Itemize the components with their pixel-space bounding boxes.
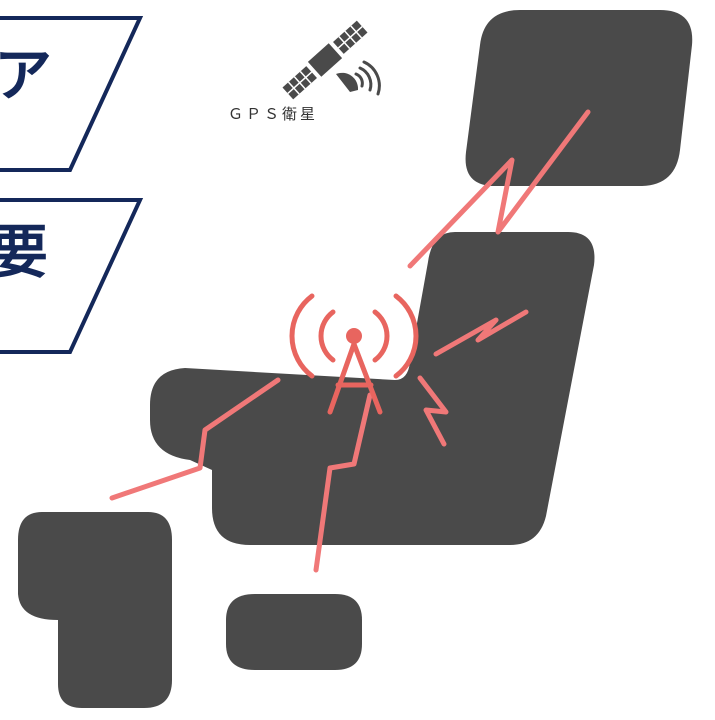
satellite-icon <box>282 20 368 100</box>
region-kyushu <box>18 512 172 708</box>
signal-to-west <box>109 377 281 501</box>
japan-map <box>18 10 693 708</box>
signal-to-south <box>313 392 373 573</box>
radio-tower-icon <box>289 293 419 415</box>
label-tag-bottom: 要 <box>0 198 144 354</box>
satellite-dish-icon <box>336 60 381 96</box>
region-shikoku <box>226 594 362 670</box>
region-hokkaido <box>465 10 693 186</box>
label-tag-top-text: ア <box>0 41 52 109</box>
label-tag-bottom-text: 要 <box>0 218 48 286</box>
signal-to-southeast <box>417 375 449 447</box>
label-tag-top: ア <box>0 16 144 172</box>
gps-satellite-label: ＧＰＳ衛星 <box>228 105 319 123</box>
signal-lines <box>109 109 591 573</box>
signal-to-east <box>433 309 529 357</box>
signal-to-satellite <box>407 109 591 269</box>
